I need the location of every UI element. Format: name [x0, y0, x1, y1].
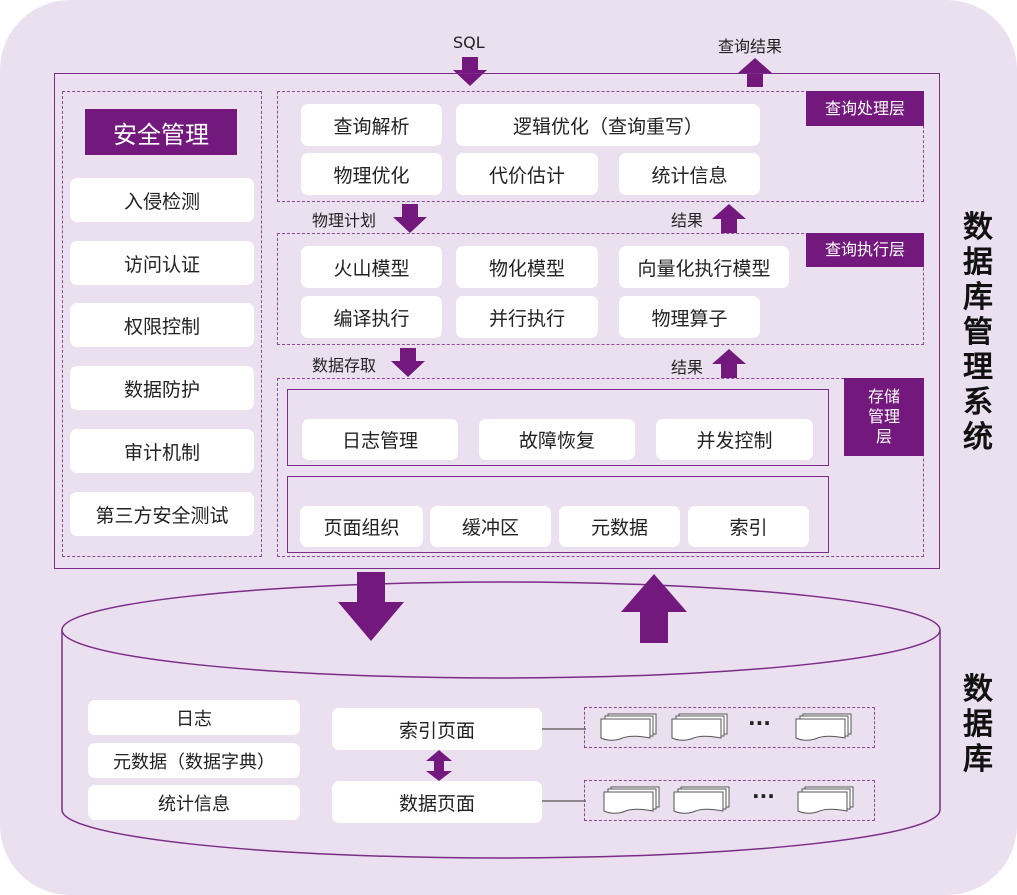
- page-stack-icon: [671, 713, 728, 741]
- qe-item-volcano: 火山模型: [301, 246, 442, 288]
- storage-tag-line-2: 管理: [867, 407, 900, 426]
- index-pages-box: 索引页面: [332, 708, 542, 750]
- storage-item-metadata: 元数据: [559, 506, 680, 547]
- security-title: 安全管理: [85, 109, 237, 155]
- physical-plan-down-arrow: [393, 204, 427, 233]
- security-item-third-party-test: 第三方安全测试: [70, 492, 254, 536]
- storage-lower-group: [287, 476, 829, 553]
- page-stack-icon: [797, 786, 854, 814]
- ellipsis: ···: [748, 711, 771, 735]
- db-item-metadata-dict: 元数据（数据字典）: [88, 743, 300, 778]
- page-stack-icon: [795, 713, 852, 741]
- storage-item-recovery: 故障恢复: [479, 419, 635, 460]
- storage-tag-line-1: 存储: [867, 387, 900, 406]
- dbms-title-text: 数据库管理系统: [963, 210, 993, 455]
- query-result-label: 查询结果: [718, 37, 783, 56]
- security-panel: [62, 91, 262, 557]
- result-up-arrow-2: [712, 349, 746, 378]
- qe-item-compiled: 编译执行: [301, 296, 442, 338]
- storage-item-index: 索引: [688, 506, 809, 547]
- physical-plan-label: 物理计划: [312, 211, 377, 230]
- big-down-arrow: [338, 572, 404, 641]
- data-access-down-arrow: [391, 348, 425, 377]
- dbms-frame: [54, 73, 940, 569]
- security-item-permission-control: 权限控制: [70, 303, 254, 347]
- security-item-access-auth: 访问认证: [70, 241, 254, 285]
- data-page-group: [584, 780, 875, 821]
- index-page-group: [584, 707, 875, 748]
- query-execution-tag: 查询执行层: [806, 233, 924, 267]
- qp-item-statistics: 统计信息: [619, 153, 760, 195]
- page-connectors: [542, 728, 586, 802]
- result-up-arrow: [738, 58, 772, 87]
- storage-tag-line-3: 层: [875, 427, 892, 446]
- security-item-intrusion-detection: 入侵检测: [70, 178, 254, 222]
- db-item-log: 日志: [88, 700, 300, 735]
- qp-item-logical-opt: 逻辑优化（查询重写）: [456, 104, 760, 146]
- security-item-data-protection: 数据防护: [70, 366, 254, 410]
- data-pages-box: 数据页面: [332, 781, 542, 823]
- data-access-label: 数据存取: [312, 356, 377, 375]
- storage-tag: 存储 管理 层: [844, 378, 924, 456]
- sql-label: SQL: [453, 33, 485, 52]
- qe-item-parallel: 并行执行: [456, 296, 598, 338]
- qe-item-vectorized: 向量化执行模型: [619, 246, 789, 288]
- bidirectional-arrow: [426, 750, 452, 781]
- page-stack-icon: [673, 786, 730, 814]
- query-processing-tag: 查询处理层: [806, 91, 924, 126]
- query-processing-layer: [277, 91, 924, 202]
- storage-item-concurrency: 并发控制: [656, 419, 813, 460]
- qe-item-materialization: 物化模型: [456, 246, 598, 288]
- qp-item-cost-estimation: 代价估计: [456, 153, 598, 195]
- storage-layer: [277, 378, 924, 557]
- result-label-1: 结果: [671, 211, 704, 230]
- database-title-text: 数据库: [963, 672, 993, 777]
- storage-item-buffer: 缓冲区: [430, 506, 551, 547]
- qp-item-physical-opt: 物理优化: [301, 153, 442, 195]
- dbms-vertical-title: 数据库管理系统: [958, 210, 998, 455]
- storage-item-page-org: 页面组织: [300, 506, 423, 547]
- big-up-arrow: [621, 574, 687, 643]
- page-stack-icon: [600, 713, 657, 741]
- database-vertical-title: 数据库: [958, 672, 998, 777]
- sql-down-arrow: [453, 57, 487, 86]
- storage-item-log-mgmt: 日志管理: [302, 419, 458, 460]
- result-up-arrow-1: [712, 204, 746, 233]
- security-item-audit: 审计机制: [70, 429, 254, 473]
- page-stack-icon: [603, 786, 660, 814]
- qe-item-physical-operators: 物理算子: [619, 296, 760, 338]
- db-item-statistics: 统计信息: [88, 785, 300, 820]
- storage-upper-group: [287, 389, 829, 466]
- query-execution-layer: [277, 233, 924, 345]
- result-label-2: 结果: [671, 358, 704, 377]
- ellipsis: ···: [752, 784, 775, 808]
- qp-item-parse: 查询解析: [301, 104, 442, 146]
